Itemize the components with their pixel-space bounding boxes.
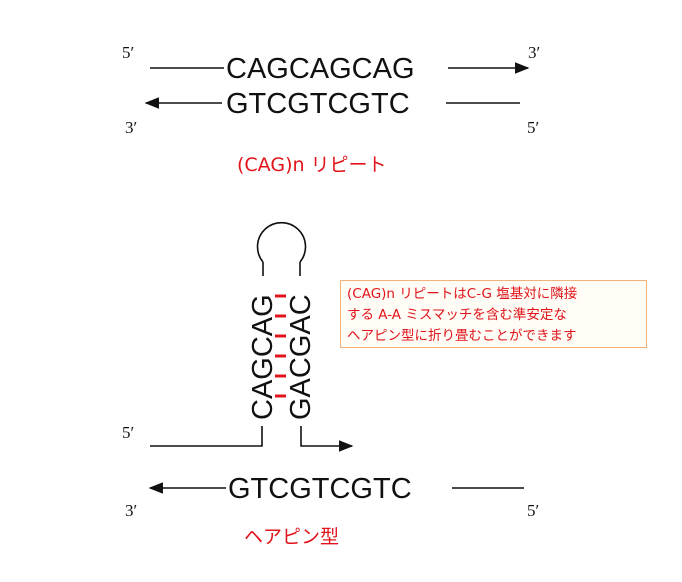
base-pair-bonds: [275, 294, 286, 398]
hairpin-bottom-strand-sequence: GTCGTCGTC: [228, 473, 412, 505]
top-bottom-three-prime-label: 3′: [125, 118, 137, 137]
hairpin-incoming-strand: [150, 426, 263, 447]
hairpin-bottom-three-prime-label: 3′: [125, 501, 137, 520]
top-bottom-five-prime-label: 5′: [527, 118, 539, 137]
top-five-prime-label: 5′: [122, 43, 134, 62]
cag-repeat-caption: (CAG)n リピート: [237, 154, 387, 176]
callout-line-2: する A-A ミスマッチを含む準安定な: [347, 307, 567, 323]
top-three-prime-label: 3′: [528, 43, 540, 62]
top-strand-sequence: CAGCAGCAG: [226, 53, 415, 85]
top-bottom-strand-sequence: GTCGTCGTC: [226, 88, 410, 120]
hairpin-caption: ヘアピン型: [244, 526, 339, 548]
explanation-callout: (CAG)n リピートはC-G 塩基対に隣接 する A-A ミスマッチを含む準安…: [340, 280, 647, 348]
hairpin-loop: [256, 221, 307, 263]
callout-line-1: (CAG)n リピートはC-G 塩基対に隣接: [347, 286, 578, 302]
callout-line-3: ヘアピン型に折り畳むことができます: [347, 328, 577, 344]
hairpin-five-prime-label: 5′: [122, 423, 134, 442]
hairpin-outgoing-strand-arrow: [300, 426, 354, 452]
hairpin-right-arm-sequence: GACGAC: [285, 294, 317, 420]
hairpin-bottom-five-prime-label: 5′: [527, 501, 539, 520]
hairpin-left-arm-sequence: CAGCAG: [247, 294, 279, 420]
